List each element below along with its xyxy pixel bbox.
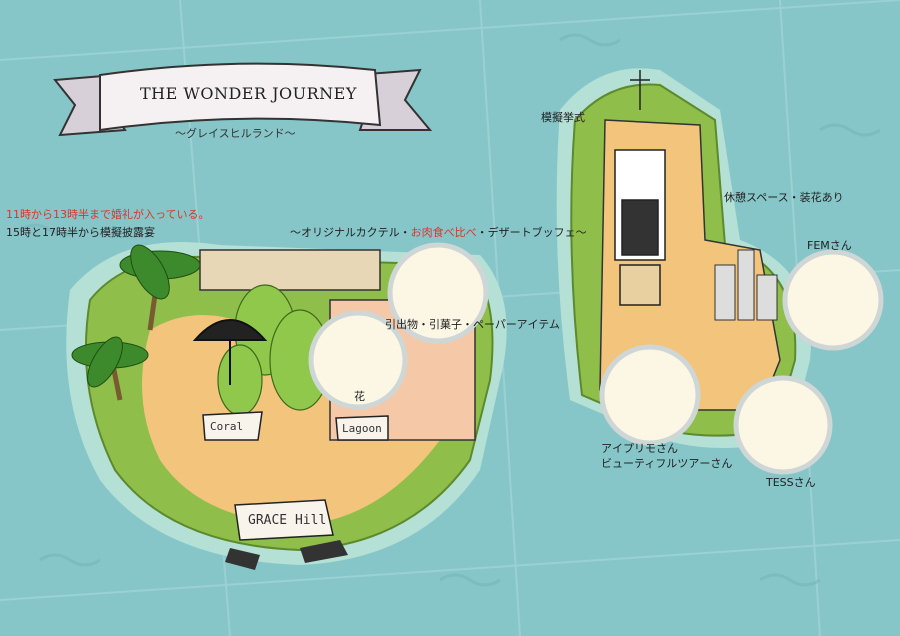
tree-cluster <box>217 284 331 416</box>
map-title: THE WONDER JOURNEY <box>140 84 357 103</box>
umbrella <box>192 319 268 385</box>
buffet-label: 〜オリジナルカクテル・お肉食べ比べ・デザートブッフェ〜 <box>290 226 587 239</box>
map-subtitle: 〜グレイスヒルランド〜 <box>175 127 296 140</box>
booth-circles <box>308 242 884 475</box>
grace-sign-posts <box>225 540 348 570</box>
buffet-prefix: 〜オリジナルカクテル・ <box>290 226 411 239</box>
coral-sign: Coral <box>210 420 244 433</box>
fem-booth-label: FEMさん <box>807 239 852 252</box>
buffet-suffix: ・デザートブッフェ〜 <box>476 226 587 239</box>
lagoon-sign-board <box>335 415 389 441</box>
wave-marks <box>19 33 881 587</box>
title-banner <box>53 62 433 137</box>
flowers-label: 花 <box>354 390 365 403</box>
wedding-note: 11時から13時半まで婚礼が入っている。 <box>6 208 210 221</box>
tess-booth-label: TESSさん <box>766 476 816 489</box>
aipurimo-booth-label: アイプリモさん <box>601 442 678 455</box>
city-skyline <box>714 249 778 321</box>
palm-trees <box>71 244 201 401</box>
ceremony-label: 模擬挙式 <box>541 111 585 124</box>
grace-hill-sign: GRACE Hill <box>248 513 327 528</box>
gifts-label: 引出物・引菓子・ペーパーアイテム <box>385 318 560 331</box>
buffet-building <box>199 249 381 291</box>
banquet-note: 15時と17時半から模擬披露宴 <box>6 226 155 239</box>
coral-sign-board <box>202 411 263 441</box>
lagoon-sign: Lagoon <box>342 422 382 435</box>
rest-area-label: 休憩スペース・装花あり <box>724 191 844 204</box>
beautiful-tour-booth-label: ビューティフルツアーさん <box>601 457 733 470</box>
chapel <box>614 70 666 306</box>
grace-sign-board <box>234 499 334 541</box>
buffet-highlight: お肉食べ比べ <box>410 226 477 239</box>
